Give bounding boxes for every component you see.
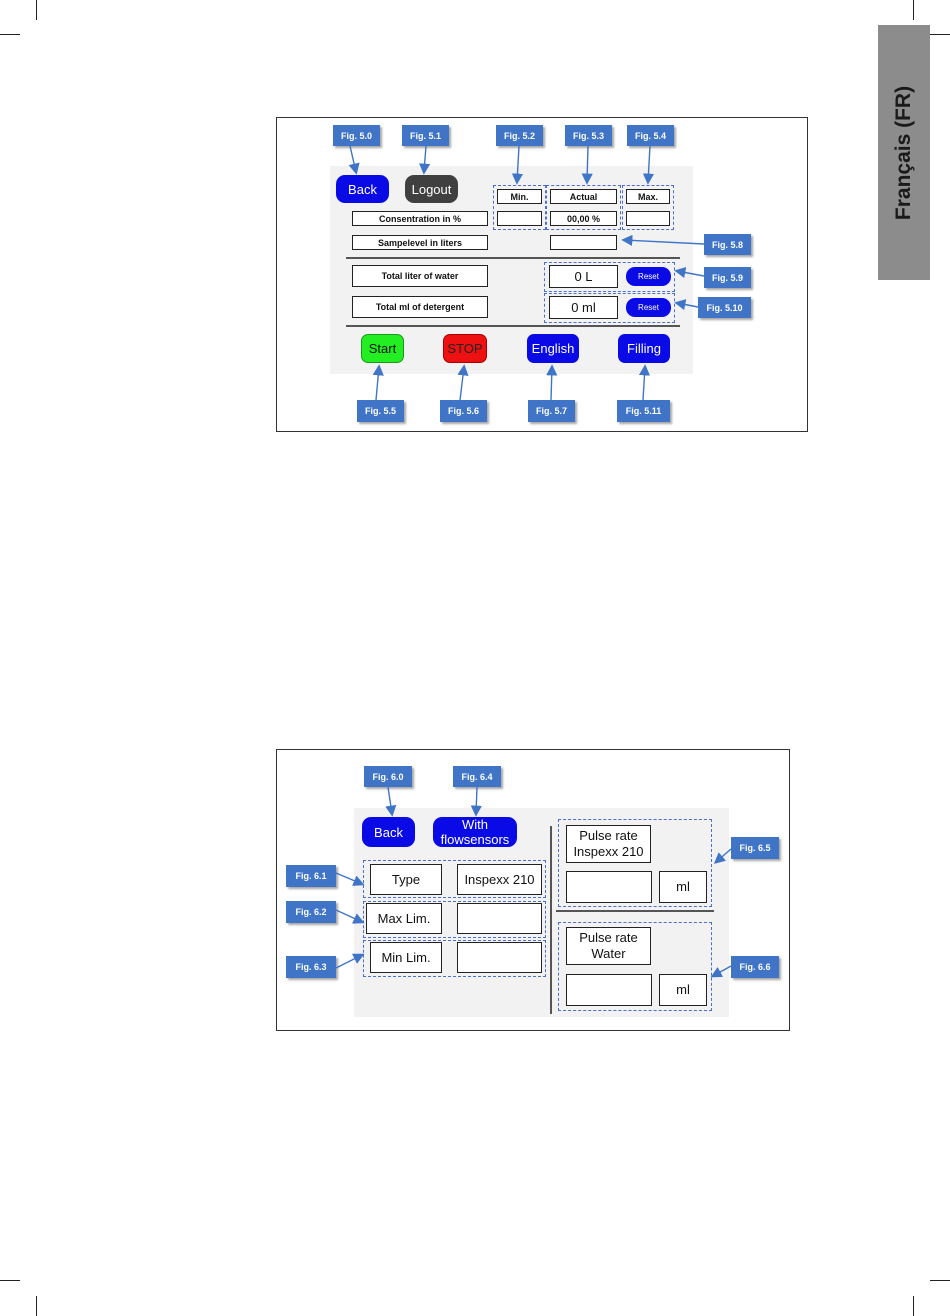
min-header: Min. <box>497 189 542 204</box>
callout-fig-5-8: Fig. 5.8 <box>704 234 751 255</box>
callout-fig-6-1: Fig. 6.1 <box>286 865 336 887</box>
crop-mark <box>0 1280 20 1281</box>
english-button[interactable]: English <box>527 334 579 363</box>
pulse-inspexx-label: Pulse rate Inspexx 210 <box>566 825 651 863</box>
callout-fig-6-5: Fig. 6.5 <box>731 837 779 859</box>
actual-header: Actual <box>550 189 617 204</box>
callout-fig-5-7: Fig. 5.7 <box>528 400 575 422</box>
reset-detergent-button[interactable]: Reset <box>626 298 671 317</box>
pulse-water-group <box>558 922 712 1011</box>
pulse-inspexx-field[interactable] <box>566 871 652 903</box>
water-label: Total liter of water <box>352 265 488 287</box>
divider <box>556 910 714 912</box>
max-lim-label: Max Lim. <box>366 903 442 934</box>
crop-mark <box>913 0 914 20</box>
arrow <box>581 145 593 185</box>
arrow <box>713 848 732 864</box>
callout-fig-6-2: Fig. 6.2 <box>286 901 336 923</box>
vertical-divider <box>550 826 552 1014</box>
arrow <box>335 909 365 924</box>
callout-fig-6-6: Fig. 6.6 <box>731 956 779 978</box>
concentration-max-field[interactable] <box>626 211 670 226</box>
arrow <box>470 786 482 817</box>
callout-fig-5-2: Fig. 5.2 <box>496 125 543 146</box>
divider <box>346 257 680 259</box>
crop-mark <box>36 0 37 20</box>
min-group <box>493 185 546 230</box>
arrow <box>710 965 732 978</box>
pulse-water-field[interactable] <box>566 974 652 1006</box>
max-lim-field[interactable] <box>457 903 542 934</box>
type-label: Type <box>370 864 442 895</box>
callout-fig-6-4: Fig. 6.4 <box>453 766 501 787</box>
pulse-water-unit: ml <box>659 974 707 1006</box>
callout-fig-5-11: Fig. 5.11 <box>617 400 670 422</box>
arrow <box>372 364 384 401</box>
min-lim-field[interactable] <box>457 942 542 973</box>
callout-fig-5-3: Fig. 5.3 <box>565 125 612 146</box>
max-header: Max. <box>626 189 670 204</box>
detergent-label: Total ml of detergent <box>352 296 488 318</box>
arrow <box>385 786 397 817</box>
crop-mark <box>930 1280 950 1281</box>
callout-fig-5-9: Fig. 5.9 <box>704 267 751 288</box>
flowsensors-button[interactable]: With flowsensors <box>433 817 517 847</box>
filling-button[interactable]: Filling <box>618 334 670 363</box>
callout-fig-6-3: Fig. 6.3 <box>286 956 336 978</box>
concentration-label: Consentration in % <box>352 211 488 226</box>
pulse-water-label: Pulse rate Water <box>566 927 651 965</box>
arrow <box>335 953 365 969</box>
callout-fig-5-6: Fig. 5.6 <box>440 400 487 422</box>
stop-button[interactable]: STOP <box>443 334 487 363</box>
callout-fig-6-0: Fig. 6.0 <box>364 766 412 787</box>
callout-fig-5-5: Fig. 5.5 <box>357 400 404 422</box>
callout-fig-5-4: Fig. 5.4 <box>627 125 674 146</box>
callout-fig-5-1: Fig. 5.1 <box>402 125 449 146</box>
start-button[interactable]: Start <box>361 334 404 363</box>
arrow <box>638 364 651 401</box>
divider <box>346 325 680 327</box>
max-group <box>622 185 674 230</box>
back-button[interactable]: Back <box>336 175 389 203</box>
pulse-inspexx-unit: ml <box>659 871 707 903</box>
callout-fig-5-0: Fig. 5.0 <box>333 125 380 146</box>
detergent-value: 0 ml <box>549 296 618 319</box>
arrow <box>674 299 699 311</box>
back-button-settings[interactable]: Back <box>362 817 415 847</box>
arrow <box>457 364 469 401</box>
actual-group <box>546 185 621 230</box>
type-value: Inspexx 210 <box>457 864 542 895</box>
arrow <box>674 267 705 279</box>
callout-fig-5-10: Fig. 5.10 <box>698 297 751 318</box>
crop-mark <box>0 34 20 35</box>
arrow <box>642 145 655 185</box>
arrow <box>511 145 524 185</box>
arrow <box>335 872 365 886</box>
arrow <box>621 234 705 247</box>
water-value: 0 L <box>549 265 618 288</box>
samplelevel-label: Sampelevel in liters <box>352 235 488 250</box>
samplelevel-field <box>550 235 617 250</box>
logout-button[interactable]: Logout <box>405 175 458 203</box>
pulse-inspexx-group <box>558 819 712 907</box>
crop-mark <box>36 1296 37 1316</box>
arrow <box>546 364 558 401</box>
crop-mark <box>930 34 950 35</box>
concentration-actual-field: 00,00 % <box>550 211 617 226</box>
concentration-min-field[interactable] <box>497 211 542 226</box>
arrow <box>348 145 360 175</box>
crop-mark <box>913 1296 914 1316</box>
min-lim-label: Min Lim. <box>370 942 442 973</box>
arrow <box>419 145 431 175</box>
language-side-tab: Français (FR) <box>878 25 930 280</box>
reset-water-button[interactable]: Reset <box>626 267 671 286</box>
